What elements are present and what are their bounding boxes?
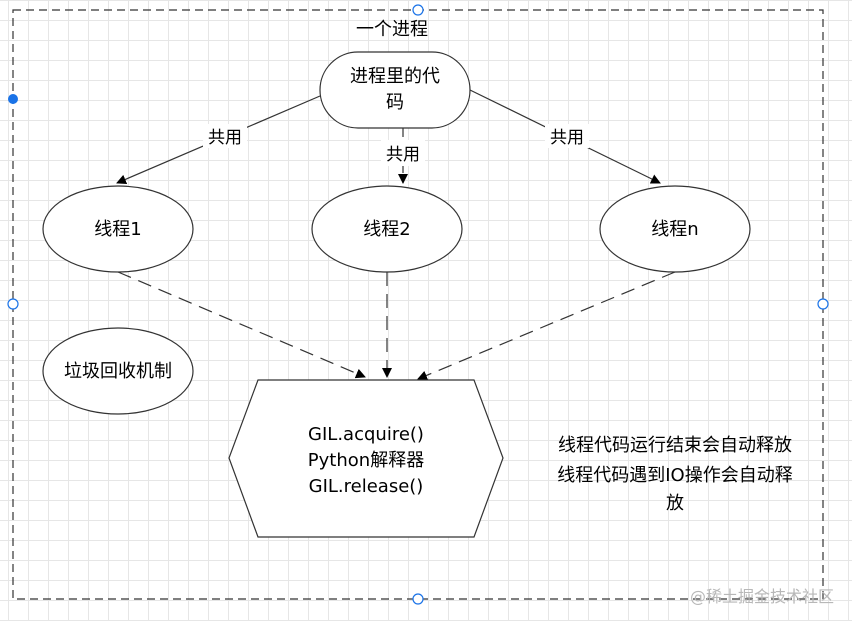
threadn-label: 线程n bbox=[651, 219, 698, 240]
gil-label-line2: Python解释器 bbox=[308, 450, 424, 471]
resize-handle-right[interactable] bbox=[817, 298, 829, 310]
edge-label-shared-left: 共用 bbox=[208, 128, 242, 148]
gil-label-line3: GIL.release() bbox=[309, 476, 424, 497]
resize-handle-top[interactable] bbox=[412, 4, 424, 16]
edge-threadn-gil[interactable] bbox=[417, 271, 676, 381]
gc-label: 垃圾回收机制 bbox=[64, 361, 172, 382]
process-code-label-line2: 码 bbox=[386, 92, 404, 113]
gil-label-line1: GIL.acquire() bbox=[308, 424, 424, 445]
process-code-node[interactable] bbox=[319, 51, 471, 129]
resize-handle-left[interactable] bbox=[7, 298, 19, 310]
edge-label-shared-middle: 共用 bbox=[386, 145, 420, 165]
edge-thread1-gil[interactable] bbox=[117, 271, 366, 379]
container-title: 一个进程 bbox=[356, 19, 428, 40]
watermark: @稀土掘金技术社区 bbox=[689, 587, 834, 606]
note-line3: 放 bbox=[666, 493, 684, 514]
process-code-label-line1: 进程里的代 bbox=[350, 66, 440, 87]
note-line2: 线程代码遇到IO操作会自动释 bbox=[557, 465, 792, 486]
resize-handle-bottom[interactable] bbox=[412, 593, 424, 605]
note-line1: 线程代码运行结束会自动释放 bbox=[558, 435, 792, 456]
edge-label-shared-right: 共用 bbox=[550, 128, 584, 148]
gc-node[interactable] bbox=[42, 327, 194, 415]
thread1-label: 线程1 bbox=[94, 219, 141, 240]
rotate-handle[interactable] bbox=[8, 94, 18, 104]
gil-interpreter-node[interactable] bbox=[228, 379, 504, 538]
thread2-label: 线程2 bbox=[363, 219, 410, 240]
